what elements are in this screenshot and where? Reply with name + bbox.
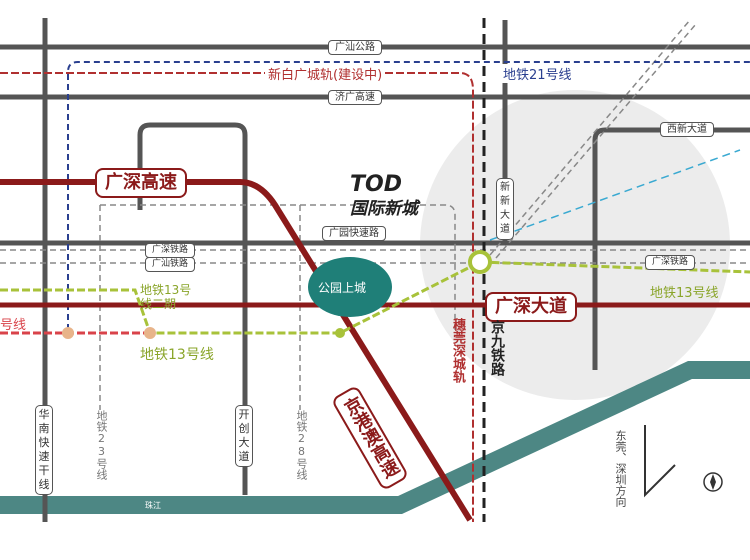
tod-title: TOD xyxy=(350,172,402,197)
label-jingjiu-railway: 京九铁路 xyxy=(489,320,505,376)
label-direction: 东莞、深圳方向 xyxy=(614,430,627,507)
metro-station xyxy=(335,328,345,338)
label-metro13-right: 地铁13号线 xyxy=(650,286,719,301)
metro21-line xyxy=(67,61,750,330)
label-jiguang-expressway: 济广高速 xyxy=(328,90,382,105)
label-metro-red: 号线 xyxy=(0,318,27,333)
metro13-line xyxy=(0,260,750,335)
project-logo: 公园上城 xyxy=(318,281,367,295)
label-guangyuan-expressway: 广园快速路 xyxy=(322,226,386,241)
label-xinbai-intercity: 新白广城轨(建设中) xyxy=(265,64,386,83)
label-metro23: 地铁23号线 xyxy=(93,410,109,480)
direction-arrow-icon xyxy=(644,425,676,498)
xinbai-intercity-line xyxy=(0,72,474,522)
interchange-station xyxy=(62,327,74,339)
label-guangshen-avenue: 广深大道 xyxy=(485,292,577,322)
compass-icon xyxy=(703,472,723,492)
label-xixin-avenue: 西新大道 xyxy=(660,122,714,137)
label-suiguanshen-intercity: 穗莞深城轨 xyxy=(450,318,465,383)
label-guangshan-railway: 广汕铁路 xyxy=(145,257,196,272)
label-xinxin-avenue: 新新大道 xyxy=(496,178,514,240)
project-logo-bg xyxy=(308,257,392,317)
tod-subtitle: 国际新城 xyxy=(350,199,418,219)
label-guangshen-railway-east: 广深铁路 xyxy=(645,255,696,270)
label-guangshan-road: 广汕公路 xyxy=(328,40,382,55)
label-huanan-expressway: 华南快速干线 xyxy=(35,405,53,495)
kaichuang-avenue-line xyxy=(137,122,248,495)
label-metro13-left: 地铁13号线 xyxy=(140,347,214,363)
label-river: 珠江 xyxy=(145,501,161,510)
pearl-river xyxy=(0,361,750,514)
label-guangshen-railway: 广深铁路 xyxy=(145,243,196,258)
hub-station xyxy=(468,250,492,274)
label-kaichuang-avenue: 开创大道 xyxy=(235,405,253,467)
guangshen-expressway-line xyxy=(0,179,473,522)
xixin-avenue-line xyxy=(592,127,750,370)
label-guangshen-expressway: 广深高速 xyxy=(95,168,187,198)
label-metro21: 地铁21号线 xyxy=(500,64,575,83)
tram-line xyxy=(489,149,741,241)
interchange-station xyxy=(144,327,156,339)
label-metro13-phase2: 地铁13号线二期 xyxy=(140,283,192,311)
label-metro28: 地铁28号线 xyxy=(293,410,309,480)
